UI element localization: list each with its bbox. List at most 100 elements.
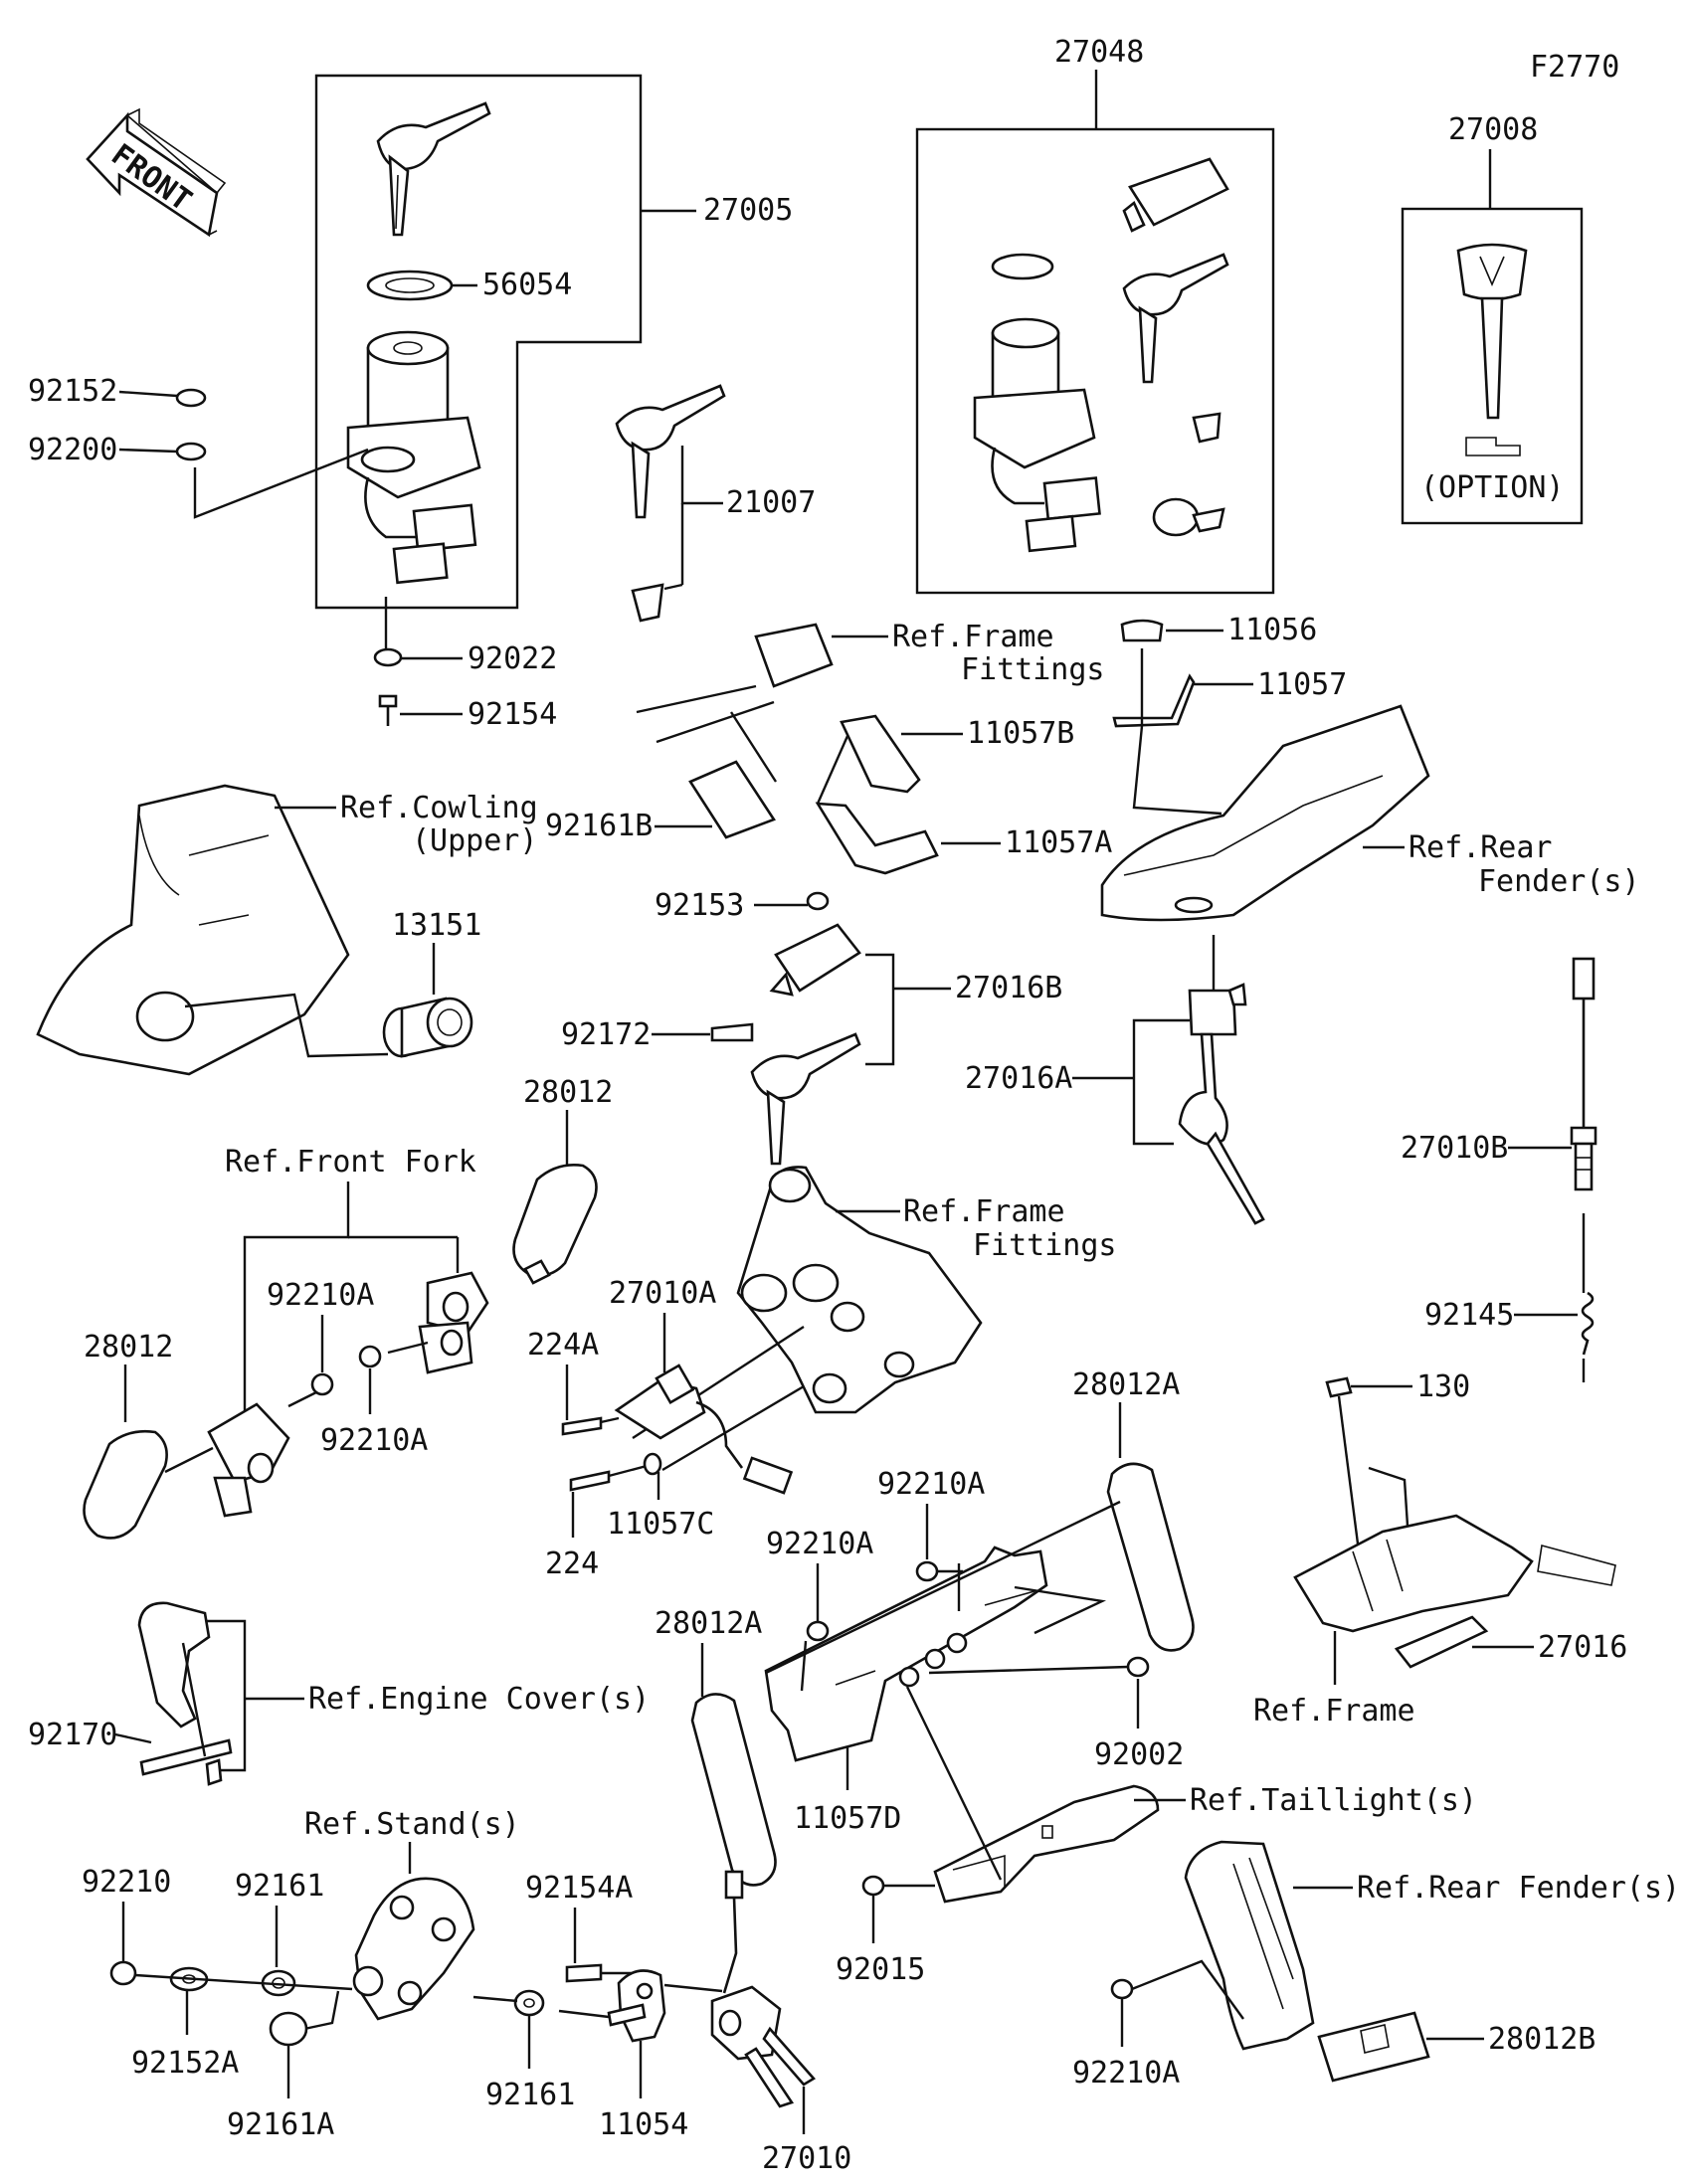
reflector-28012-top <box>512 1164 598 1277</box>
label-ref-frame-fittings-2a: Ref.Frame <box>903 1194 1065 1229</box>
label-92154: 92154 <box>468 697 557 732</box>
label-11057D: 11057D <box>794 1801 901 1836</box>
nut-92210 <box>109 1960 137 1986</box>
screw-224A <box>561 1416 603 1436</box>
reflector-28012A-1 <box>1106 1462 1195 1652</box>
rear-fender-1-icon <box>1100 704 1430 922</box>
label-ref-frame-fittings-1a: Ref.Frame <box>892 620 1054 654</box>
label-ref-rear-fender-1b: Fender(s) <box>1478 864 1640 899</box>
reflector-28012B <box>1317 2011 1430 2083</box>
label-ref-frame-fittings-1b: Fittings <box>961 652 1105 687</box>
label-92002: 92002 <box>1094 1737 1184 1772</box>
bolt-130 <box>1325 1376 1353 1398</box>
screw-92153 <box>806 891 830 911</box>
label-92153: 92153 <box>655 888 744 923</box>
label-92015: 92015 <box>836 1952 925 1987</box>
key-27016A <box>1178 1032 1265 1225</box>
label-92170: 92170 <box>28 1718 117 1752</box>
nut-92015 <box>861 1875 885 1897</box>
nut-92210A-1 <box>310 1372 334 1396</box>
label-ref-stand: Ref.Stand(s) <box>304 1807 520 1842</box>
blank-key-27008 <box>1456 243 1528 456</box>
bracket-11057B <box>840 714 921 794</box>
label-ref-cowling-b: (Upper) <box>412 823 537 858</box>
label-11056: 11056 <box>1227 613 1317 647</box>
license-plate-bracket-11057D <box>764 1546 1048 1762</box>
label-28012A-2: 28012A <box>655 1606 762 1641</box>
cap-92161A <box>269 2011 308 2047</box>
label-92161A: 92161A <box>227 2107 334 2142</box>
label-92022: 92022 <box>468 641 557 676</box>
label-27008: 27008 <box>1448 112 1538 147</box>
lock-27016 <box>1394 1615 1489 1669</box>
label-28012B: 28012B <box>1488 2022 1596 2057</box>
socket-13151 <box>382 997 473 1058</box>
label-11057: 11057 <box>1257 667 1347 702</box>
label-92145: 92145 <box>1424 1298 1514 1333</box>
taillight-bracket-icon <box>933 1784 1160 1904</box>
reflector-28012-left <box>83 1429 168 1540</box>
label-92200: 92200 <box>28 433 117 467</box>
label-ref-cowling-a: Ref.Cowling <box>340 791 538 825</box>
nut-92210A-5 <box>1110 1978 1134 2000</box>
nut-92210A-4 <box>806 1620 830 1642</box>
label-92210A-4: 92210A <box>766 1527 873 1561</box>
label-ref-rear-fender-2: Ref.Rear Fender(s) <box>1357 1871 1680 1906</box>
sensor-27010B <box>1570 957 1597 1191</box>
group-box-27005 <box>314 74 643 610</box>
front-fork-bracket-left <box>207 1402 290 1518</box>
label-92210: 92210 <box>82 1865 171 1900</box>
label-28012-top: 28012 <box>523 1075 613 1110</box>
label-28012-left: 28012 <box>84 1330 173 1365</box>
label-92161-2: 92161 <box>485 2078 575 2112</box>
label-11057C: 11057C <box>607 1507 714 1542</box>
label-21007: 21007 <box>726 485 816 520</box>
ignition-switch-27005 <box>346 330 481 585</box>
label-27016B: 27016B <box>955 971 1062 1005</box>
label-ref-taillight: Ref.Taillight(s) <box>1190 1783 1477 1818</box>
label-27048: 27048 <box>1054 35 1144 70</box>
washer-56054 <box>366 270 454 301</box>
label-11057A: 11057A <box>1005 825 1112 860</box>
nut-92210A-2 <box>358 1345 382 1368</box>
washer-92022 <box>373 647 403 667</box>
label-13151: 13151 <box>392 908 481 943</box>
bushing-92161-2 <box>513 1989 545 2017</box>
cowling-upper-icon <box>36 784 350 1076</box>
label-224A: 224A <box>527 1328 599 1363</box>
label-27010A: 27010A <box>609 1276 716 1311</box>
label-ref-frame-fittings-2b: Fittings <box>973 1228 1117 1263</box>
frame-lower-icon <box>1293 1514 1534 1633</box>
rear-fender-2-icon <box>1184 1840 1315 2051</box>
frame-bracket-icon <box>754 623 834 688</box>
label-92172: 92172 <box>561 1017 651 1052</box>
screw-92154A <box>565 1963 603 1983</box>
option-note: (OPTION) <box>1420 470 1565 505</box>
cap-92152 <box>175 388 207 408</box>
label-224: 224 <box>545 1547 599 1581</box>
bracket-11057A <box>815 802 939 875</box>
label-92154A: 92154A <box>525 1871 633 1906</box>
clip-11057C <box>643 1452 662 1476</box>
washer-92200 <box>175 442 207 461</box>
label-27010B: 27010B <box>1401 1131 1508 1166</box>
bracket-11057 <box>1112 673 1196 728</box>
bracket-92170 <box>137 1601 233 1786</box>
label-28012A-1: 28012A <box>1072 1367 1180 1402</box>
label-130: 130 <box>1416 1369 1470 1404</box>
label-92161B: 92161B <box>545 809 653 843</box>
sensor-27010A <box>614 1364 794 1495</box>
key-set-21007 <box>615 384 726 623</box>
label-ref-rear-fender-1a: Ref.Rear <box>1409 830 1553 865</box>
bolt-92002 <box>1126 1656 1150 1678</box>
label-27016A: 27016A <box>965 1061 1072 1096</box>
label-92210A-5: 92210A <box>1072 2056 1180 2091</box>
label-92210A-3: 92210A <box>877 1467 985 1502</box>
strip-92161B <box>688 760 776 839</box>
label-27005: 27005 <box>703 193 793 228</box>
side-stand-switch-27010 <box>710 1870 817 2108</box>
label-92161-1: 92161 <box>235 1869 324 1904</box>
label-ref-front-fork: Ref.Front Fork <box>225 1145 476 1180</box>
lock-set-27016B <box>750 923 861 1166</box>
